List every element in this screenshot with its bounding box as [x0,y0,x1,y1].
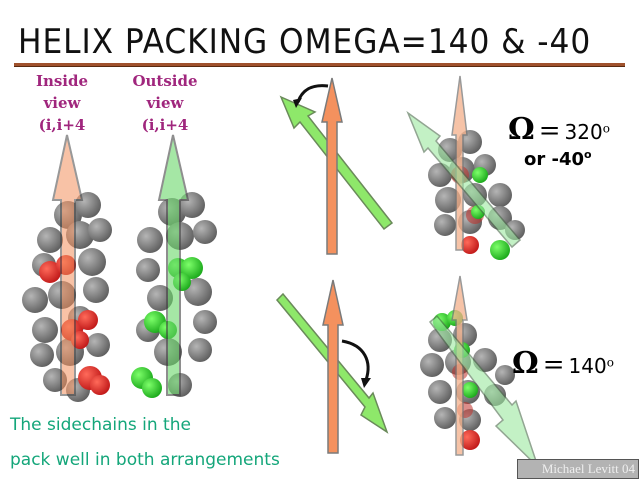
top-right-helix-pair [406,75,525,260]
degree-sign: o [584,148,592,161]
omega-alt-label: or -40o [524,148,592,170]
orange-helix-axis-arrow [451,75,468,251]
title-underline [14,63,625,67]
inside-view-line3: (i,i+4 [38,116,86,134]
rotation-arrow-cw [341,339,370,381]
omega-symbol: Ω [512,346,539,381]
inside-view-line2: view [43,94,81,112]
omega-value: 320 [564,120,603,144]
outside-view-helix [131,134,217,398]
omega-symbol: Ω [508,112,535,147]
top-arrow-diagram [279,77,394,255]
outside-view-line3: (i,i+4 [141,116,189,134]
bottom-right-helix-pair [420,275,539,468]
degree-sign: o [602,121,610,136]
green-helix-axis-arrow [157,134,190,396]
orange-arrow-vertical [321,77,343,255]
green-helix-axis-arrow [428,314,539,468]
caption-line1: The sidechains in the [10,415,191,435]
equals-sign: = [538,116,561,146]
omega-320-label: Ω=320o [508,112,610,147]
outside-view-line1: Outside [132,72,198,90]
author-credit: Michael Levitt 04 [517,459,639,479]
omega-alt-value: or -40 [524,149,585,170]
orange-helix-axis-arrow [51,134,84,396]
caption-line2: pack well in both arrangements [10,450,280,470]
bottom-arrow-diagram [275,279,389,454]
inside-view-helix [22,134,112,402]
omega-value: 140 [568,354,607,378]
omega-140-label: Ω=140o [512,346,614,381]
rotation-arrow-ccw [296,84,329,103]
green-sidechains [131,257,203,398]
slide-title: HELIX PACKING OMEGA=140 & -40 [18,22,592,62]
outside-view-line2: view [146,94,184,112]
outside-view-label: Outside view (i,i+4 [125,70,205,136]
equals-sign: = [542,350,565,380]
orange-arrow-vertical [322,279,344,454]
degree-sign: o [606,355,614,370]
orange-helix-axis-arrow [451,275,468,456]
inside-view-label: Inside view (i,i+4 [22,70,102,136]
inside-view-line1: Inside [35,72,89,90]
green-helix-axis-arrow [406,110,522,249]
